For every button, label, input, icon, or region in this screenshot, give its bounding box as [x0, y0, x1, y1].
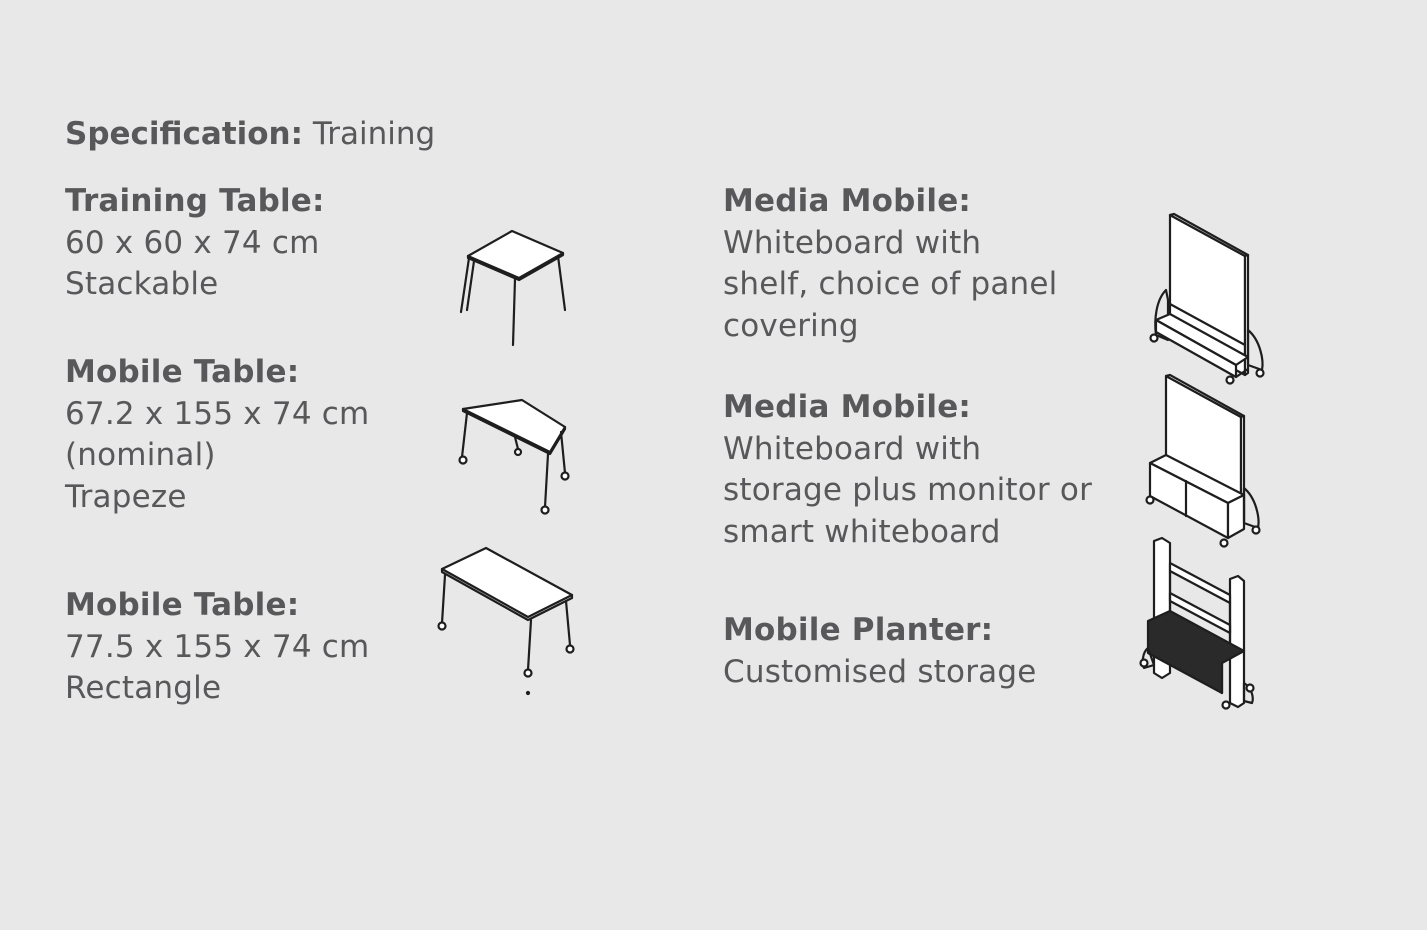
product-title: Media Mobile: — [723, 389, 972, 425]
spec-value: Training — [312, 116, 436, 152]
product-line: (nominal) — [65, 437, 216, 473]
media-mobile-shelf-illustration — [1149, 212, 1265, 385]
product-line: Customised storage — [723, 653, 1037, 690]
product-line: Trapeze — [65, 478, 187, 515]
product-line: Whiteboard with — [723, 430, 982, 467]
media-mobile-storage-spec: Media Mobile: Whiteboard with storage pl… — [723, 387, 1092, 553]
product-title: Mobile Planter: — [723, 612, 994, 648]
product-title: Media Mobile: — [723, 183, 972, 219]
product-line: Stackable — [65, 266, 219, 302]
product-line: smart whiteboard — [723, 513, 1001, 550]
product-line: 60 x 60 x 74 cm — [65, 224, 320, 261]
product-line: Rectangle — [65, 670, 222, 706]
mobile-planter-spec: Mobile Planter: Customised storage — [723, 610, 1037, 693]
mobile-table-trapeze-spec: Mobile Table: 67.2 x 155 x 74 cm (nomina… — [65, 352, 369, 518]
mobile-table-rectangle-spec: Mobile Table: 77.5 x 155 x 74 cm Rectang… — [65, 585, 369, 710]
rectangle-table-illustration — [437, 546, 575, 696]
product-line: 77.5 x 155 x 74 cm — [65, 628, 370, 665]
media-mobile-shelf-spec: Media Mobile: Whiteboard with shelf, cho… — [723, 181, 1058, 347]
page-title: Specification: Training — [65, 114, 435, 156]
training-table-spec: Training Table: 60 x 60 x 74 cm Stackabl… — [65, 181, 325, 306]
product-line: 67.2 x 155 x 74 cm — [65, 395, 370, 432]
mobile-planter-illustration — [1139, 536, 1255, 710]
product-line: shelf, choice of panel — [723, 266, 1058, 302]
training-table-illustration — [459, 229, 567, 347]
trapeze-table-illustration — [458, 398, 570, 515]
media-mobile-storage-illustration — [1145, 373, 1261, 548]
spec-label: Specification: — [65, 116, 304, 152]
product-line: covering — [723, 307, 859, 344]
product-line: Whiteboard with — [723, 224, 982, 261]
product-title: Mobile Table: — [65, 354, 300, 390]
product-title: Mobile Table: — [65, 587, 300, 623]
product-line: storage plus monitor or — [723, 472, 1093, 508]
product-title: Training Table: — [65, 183, 325, 219]
